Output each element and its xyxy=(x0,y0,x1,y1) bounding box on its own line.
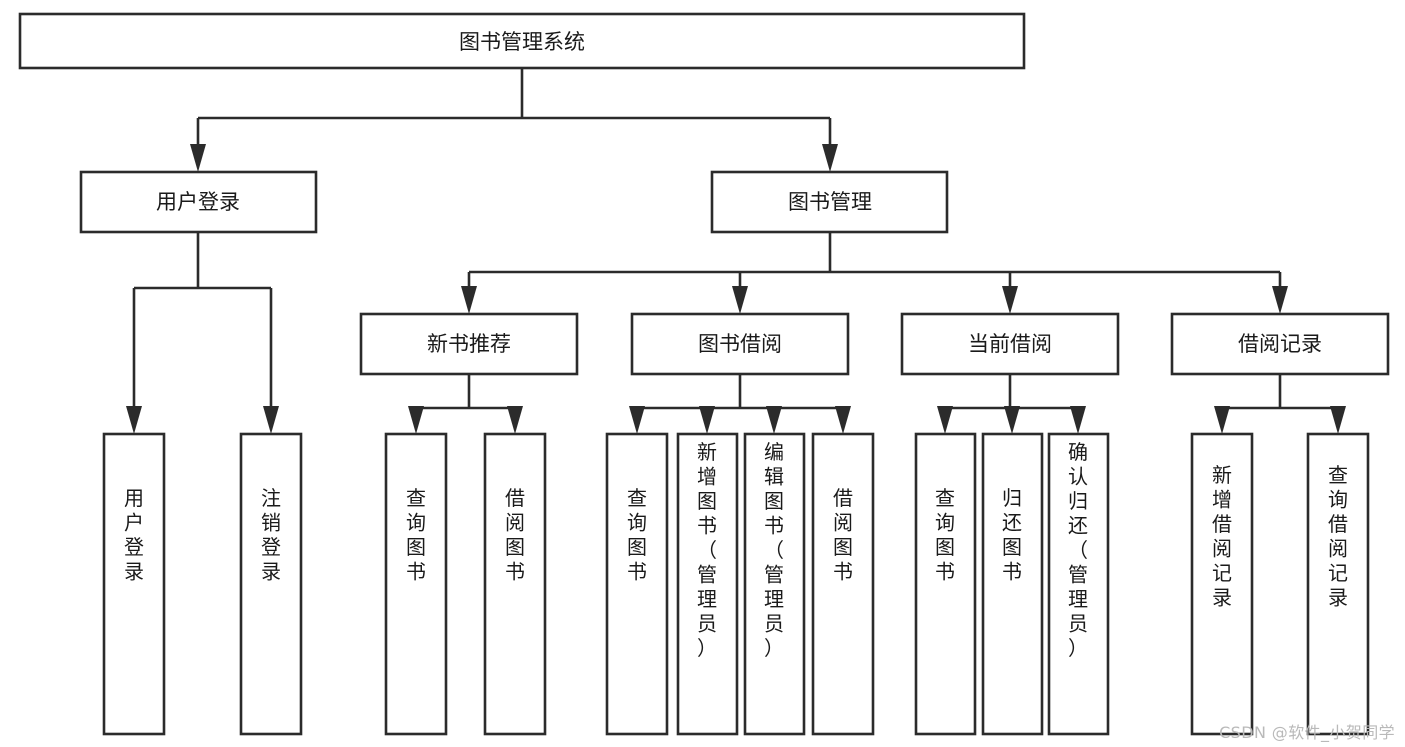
node-leaf-borrow-book-2-box[interactable] xyxy=(811,432,875,736)
node-leaf-query-book-1[interactable]: 查询图书 xyxy=(384,432,448,736)
node-leaf-return-book-box[interactable] xyxy=(981,432,1044,736)
arrow-user-login-leaf-2-icon xyxy=(263,406,279,434)
node-leaf-add-record[interactable]: 新增借阅记录 xyxy=(1190,432,1254,736)
connector-group-borrow-record xyxy=(1214,374,1346,434)
node-leaf-add-record-box[interactable] xyxy=(1190,432,1254,736)
node-leaf-confirm-return-label: 确认归还（管理员） xyxy=(1068,440,1088,660)
node-leaf-logout-login[interactable]: 注销登录 xyxy=(239,432,303,736)
node-leaf-confirm-return[interactable]: 确认归还（管理员） xyxy=(1047,432,1110,736)
node-book-management-label: 图书管理 xyxy=(788,190,872,214)
node-leaf-query-book-1-label: 查询图书 xyxy=(406,486,426,584)
node-leaf-query-book-3-label: 查询图书 xyxy=(935,486,955,584)
connector-group-root xyxy=(190,68,838,172)
csdn-watermark: CSDN @软件_小贺同学 xyxy=(1219,723,1395,742)
node-current-borrow[interactable]: 当前借阅 xyxy=(900,312,1120,376)
node-borrow-record[interactable]: 借阅记录 xyxy=(1170,312,1390,376)
node-root[interactable]: 图书管理系统 xyxy=(18,12,1026,70)
node-leaf-add-book-box[interactable] xyxy=(676,432,739,736)
node-book-management-box[interactable] xyxy=(710,170,949,234)
node-leaf-return-book[interactable]: 归还图书 xyxy=(981,432,1044,736)
node-leaf-return-book-label: 归还图书 xyxy=(1002,486,1022,584)
node-leaf-add-book[interactable]: 新增图书（管理员） xyxy=(676,432,739,736)
arrow-br-leaf-2-icon xyxy=(1330,406,1346,434)
node-leaf-user-login[interactable]: 用户登录 xyxy=(102,432,166,736)
connector-group-book-management xyxy=(461,232,1288,314)
node-leaf-query-book-2[interactable]: 查询图书 xyxy=(605,432,669,736)
arrow-bm-to-borrow-record-icon xyxy=(1272,286,1288,314)
arrow-cb-leaf-2-icon xyxy=(1004,406,1020,434)
arrow-root-to-user-login-icon xyxy=(190,144,206,172)
node-root-label: 图书管理系统 xyxy=(459,30,585,54)
node-root-box[interactable] xyxy=(18,12,1026,70)
connector-group-user-login xyxy=(126,232,279,434)
node-leaf-borrow-book-2[interactable]: 借阅图书 xyxy=(811,432,875,736)
node-borrow-record-box[interactable] xyxy=(1170,312,1390,376)
node-book-management[interactable]: 图书管理 xyxy=(710,170,949,234)
node-leaf-user-login-label: 用户登录 xyxy=(124,486,144,584)
node-leaf-borrow-book-2-label: 借阅图书 xyxy=(833,486,853,584)
node-leaf-user-login-box[interactable] xyxy=(102,432,166,736)
node-leaf-add-book-label: 新增图书（管理员） xyxy=(697,440,717,660)
arrow-bm-to-book-borrow-icon xyxy=(732,286,748,314)
arrow-nbr-leaf-2-icon xyxy=(507,406,523,434)
node-new-book-recommend-box[interactable] xyxy=(359,312,579,376)
arrow-bb-leaf-4-icon xyxy=(835,406,851,434)
node-leaf-query-book-1-box[interactable] xyxy=(384,432,448,736)
node-leaf-add-record-label: 新增借阅记录 xyxy=(1212,463,1232,610)
node-leaf-query-book-3[interactable]: 查询图书 xyxy=(914,432,977,736)
node-leaf-logout-login-label: 注销登录 xyxy=(261,486,281,584)
node-leaf-edit-book-box[interactable] xyxy=(743,432,806,736)
node-current-borrow-label: 当前借阅 xyxy=(968,332,1052,356)
node-book-borrow-box[interactable] xyxy=(630,312,850,376)
node-leaf-borrow-book-1-box[interactable] xyxy=(483,432,547,736)
node-user-login[interactable]: 用户登录 xyxy=(79,170,318,234)
arrow-cb-leaf-1-icon xyxy=(937,406,953,434)
arrow-nbr-leaf-1-icon xyxy=(408,406,424,434)
node-leaf-query-book-3-box[interactable] xyxy=(914,432,977,736)
node-leaf-edit-book-label: 编辑图书（管理员） xyxy=(764,440,784,660)
node-leaf-query-book-2-label: 查询图书 xyxy=(627,486,647,584)
node-leaf-query-record-box[interactable] xyxy=(1306,432,1370,736)
arrow-bb-leaf-1-icon xyxy=(629,406,645,434)
node-book-borrow[interactable]: 图书借阅 xyxy=(630,312,850,376)
node-user-login-label: 用户登录 xyxy=(156,190,240,214)
node-leaf-query-record-label: 查询借阅记录 xyxy=(1328,463,1348,610)
node-new-book-recommend[interactable]: 新书推荐 xyxy=(359,312,579,376)
connector-group-book-borrow xyxy=(629,374,851,434)
connector-group-current-borrow xyxy=(937,374,1086,434)
node-leaf-borrow-book-1[interactable]: 借阅图书 xyxy=(483,432,547,736)
arrow-bb-leaf-3-icon xyxy=(766,406,782,434)
node-leaf-edit-book[interactable]: 编辑图书（管理员） xyxy=(743,432,806,736)
node-new-book-recommend-label: 新书推荐 xyxy=(427,332,511,356)
node-leaf-borrow-book-1-label: 借阅图书 xyxy=(505,486,525,584)
node-current-borrow-box[interactable] xyxy=(900,312,1120,376)
arrow-cb-leaf-3-icon xyxy=(1070,406,1086,434)
node-borrow-record-label: 借阅记录 xyxy=(1238,332,1322,356)
node-book-borrow-label: 图书借阅 xyxy=(698,332,782,356)
node-leaf-query-book-2-box[interactable] xyxy=(605,432,669,736)
node-leaf-query-record[interactable]: 查询借阅记录 xyxy=(1306,432,1370,736)
arrow-bb-leaf-2-icon xyxy=(699,406,715,434)
arrow-bm-to-current-borrow-icon xyxy=(1002,286,1018,314)
arrow-user-login-leaf-1-icon xyxy=(126,406,142,434)
node-leaf-confirm-return-box[interactable] xyxy=(1047,432,1110,736)
node-leaf-logout-login-box[interactable] xyxy=(239,432,303,736)
node-user-login-box[interactable] xyxy=(79,170,318,234)
arrow-bm-to-new-book-recommend-icon xyxy=(461,286,477,314)
connector-group-new-book-recommend xyxy=(408,374,523,434)
arrow-root-to-book-management-icon xyxy=(822,144,838,172)
arrow-br-leaf-1-icon xyxy=(1214,406,1230,434)
